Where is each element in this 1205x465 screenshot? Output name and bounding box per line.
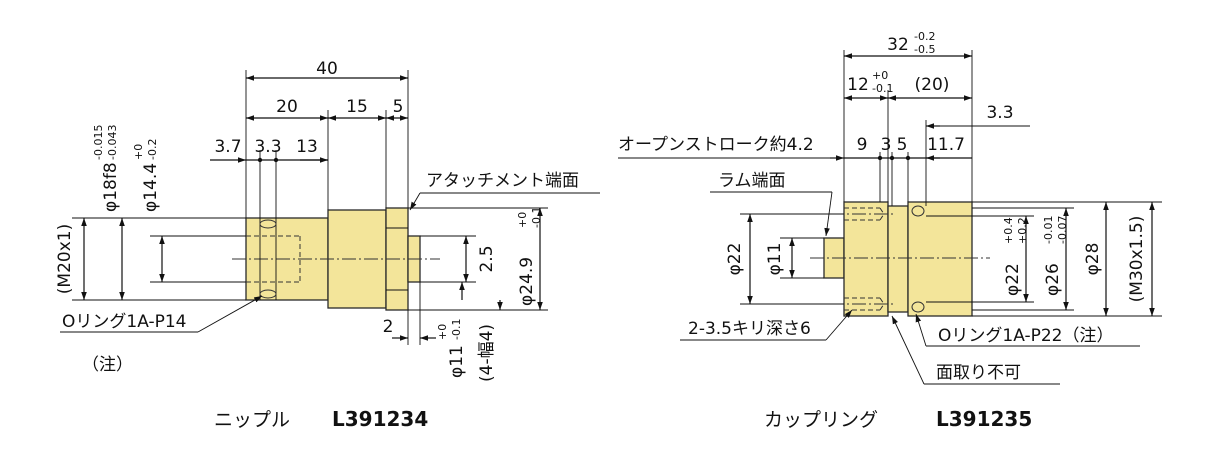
- nipple-dim-phi24-9: φ24.9: [517, 257, 537, 306]
- nipple-phi11-tol-up: +0: [436, 324, 449, 340]
- nipple-dim-5: 5: [393, 97, 404, 117]
- coupling-rear-section: [907, 201, 973, 317]
- nipple-dim-phi11: φ11: [447, 345, 467, 378]
- coupling-dim-phi11: φ11: [765, 243, 785, 276]
- coupling-d12-tol-up: +0: [872, 69, 888, 82]
- coupling-drill-label: 2-3.5キリ深さ6: [688, 319, 811, 339]
- coupling-dim-9: 9: [857, 135, 868, 155]
- nipple-dim-40: 40: [316, 59, 338, 79]
- coupling-dim-11-7: 11.7: [927, 135, 965, 155]
- coupling-d12-tol-lo: -0.1: [872, 82, 893, 95]
- nipple-drawing: 40 20 15 5 3.7 3.3 13 (M20x1) φ18f8 -0.0…: [55, 59, 600, 431]
- coupling-dim-32: 32: [887, 35, 909, 55]
- nipple-dim-3-3: 3.3: [254, 137, 281, 157]
- nipple-dim-m20: (M20x1): [55, 224, 75, 294]
- coupling-dim-5: 5: [897, 135, 908, 155]
- nipple-oring-label: Oリング1A-P14: [62, 312, 186, 332]
- coupling-dim-3-3: 3.3: [986, 103, 1013, 123]
- coupling-phi22b-tol-lo: +0.2: [1016, 217, 1029, 244]
- nipple-dim-3-7: 3.7: [214, 137, 241, 157]
- nipple-phi18-tol-up: -0.015: [92, 125, 105, 160]
- coupling-part-number: L391235: [936, 407, 1032, 431]
- nipple-part-number: L391234: [332, 407, 428, 431]
- nipple-phi14-tol-lo: -0.2: [146, 139, 159, 160]
- coupling-oring-label: Oリング1A-P22（注）: [938, 326, 1113, 346]
- coupling-front-section: [843, 201, 889, 317]
- coupling-dim-phi28: φ28: [1083, 243, 1103, 276]
- nipple-dim-2: 2: [383, 317, 394, 337]
- nipple-phi14-tol-up: +0: [132, 144, 145, 160]
- coupling-dim-phi22: φ22: [725, 243, 745, 276]
- nipple-phi18-tol-lo: -0.043: [106, 125, 119, 160]
- coupling-open-stroke-label: オープンストローク約4.2: [618, 135, 814, 155]
- nipple-phi11-tol-lo: -0.1: [450, 319, 463, 340]
- nipple-note-label: （注）: [82, 355, 133, 375]
- nipple-phi24-9-tol-up: +0: [516, 212, 529, 228]
- coupling-d32-tol-up: -0.2: [914, 30, 935, 43]
- nipple-dim-2-5: 2.5: [477, 245, 497, 272]
- nipple-caption: ニップル: [214, 409, 290, 431]
- nipple-dim-15: 15: [346, 97, 368, 117]
- nipple-dim-13: 13: [296, 137, 318, 157]
- nipple-dim-phi18: φ18f8: [101, 162, 121, 212]
- nipple-dim-width4: (4-幅4): [477, 324, 497, 382]
- coupling-drawing: 32 -0.2 -0.5 12 +0 -0.1 (20) 3.3 オープンストロ…: [618, 30, 1162, 431]
- nipple-phi24-9-tol-lo: -0.1: [530, 207, 543, 228]
- nipple-oring-top: [259, 219, 277, 229]
- coupling-d32-tol-lo: -0.5: [914, 43, 935, 56]
- coupling-oring-top: [911, 205, 925, 217]
- coupling-phi22b-tol-up: +0.4: [1002, 217, 1015, 244]
- coupling-dim-m30: (M30x1.5): [1127, 216, 1147, 303]
- nipple-dim-20: 20: [276, 97, 298, 117]
- coupling-groove-section: [887, 205, 909, 313]
- coupling-dim-phi26: φ26: [1043, 263, 1063, 296]
- coupling-ram-face-label: ラム端面: [718, 171, 786, 191]
- coupling-dim-3: 3: [881, 135, 892, 155]
- coupling-caption: カップリング: [764, 409, 878, 431]
- coupling-no-chamfer-label: 面取り不可: [936, 363, 1021, 383]
- coupling-dim-20: (20): [915, 75, 950, 95]
- coupling-oring-bottom: [911, 301, 925, 313]
- coupling-phi26-tol-lo: -0.07: [1056, 216, 1069, 244]
- nipple-dim-phi14: φ14.4: [141, 163, 161, 212]
- coupling-dim-phi22b: φ22: [1003, 263, 1023, 296]
- nipple-oring-bottom: [259, 289, 277, 299]
- nipple-attach-face-label: アタッチメント端面: [426, 171, 579, 191]
- coupling-dim-12: 12: [847, 75, 869, 95]
- coupling-phi26-tol-up: -0.01: [1042, 216, 1055, 244]
